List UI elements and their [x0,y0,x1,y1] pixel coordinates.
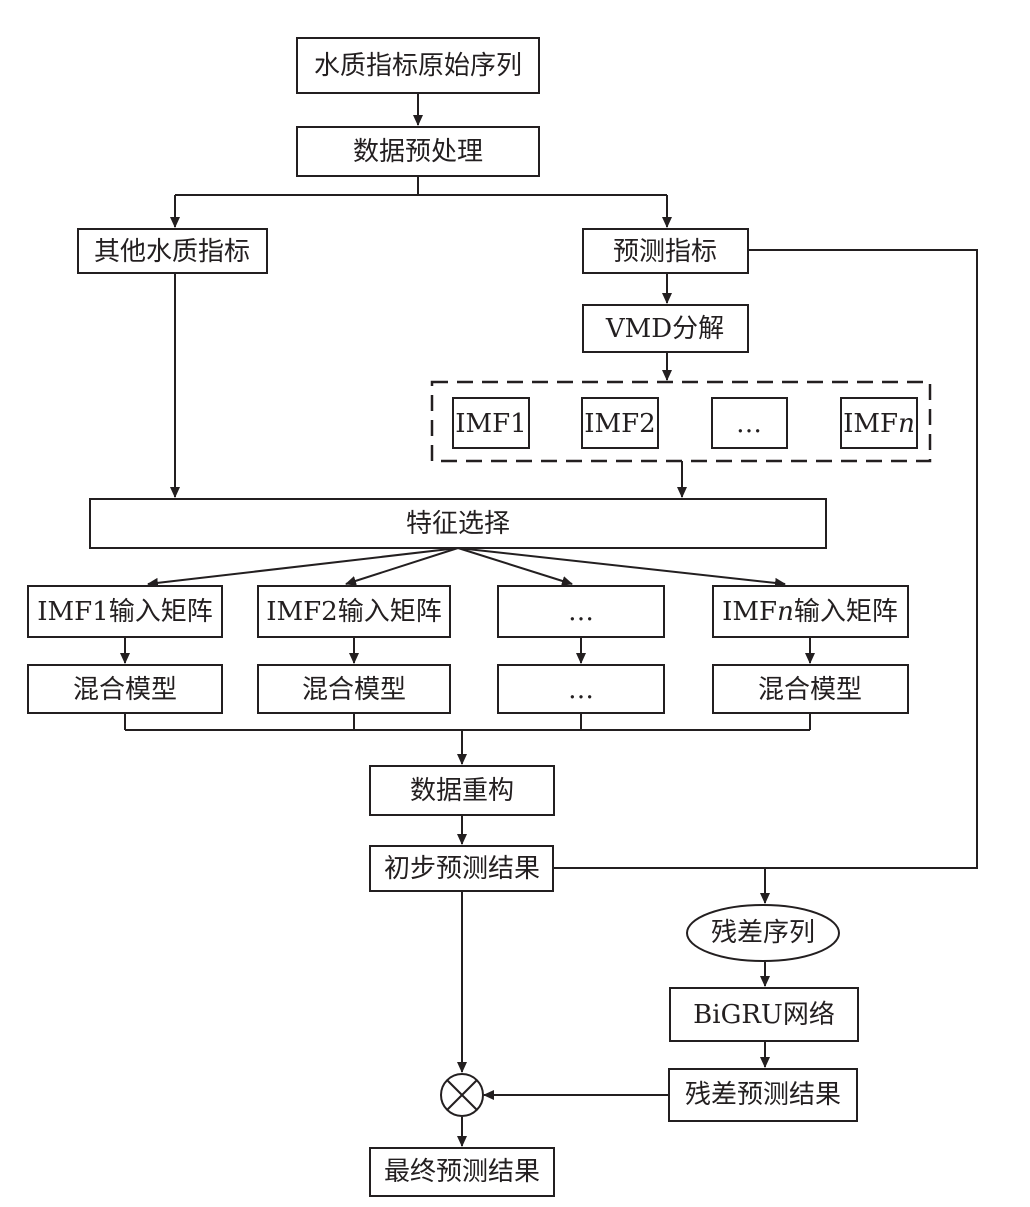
hybrid-model-2-label: 混合模型 [302,675,406,705]
hybrid-model-ellipsis-label: … [568,675,594,705]
preprocess-label: 数据预处理 [353,137,483,167]
imf1-matrix-node: IMF1输入矩阵 [27,585,223,638]
bigru-label: BiGRU网络 [693,1000,835,1030]
imfn-node: IMFn [840,397,918,449]
raw-series-node: 水质指标原始序列 [296,37,540,94]
imf2-label: IMF2 [584,409,655,439]
residual-series-label: 残差序列 [711,918,815,948]
imfn-matrix-label: IMFn输入矩阵 [722,597,898,627]
ellipsis-matrix-label: … [568,597,594,627]
preprocess-node: 数据预处理 [296,126,540,177]
hybrid-model-1-label: 混合模型 [73,675,177,705]
imf-ellipsis-node: … [711,397,788,449]
imf2-matrix-label: IMF2输入矩阵 [266,597,441,627]
imf-ellipsis-label: … [736,409,762,439]
imf1-label: IMF1 [455,409,526,439]
residual-prediction-label: 残差预测结果 [685,1080,841,1110]
hybrid-model-ellipsis-node: … [497,664,665,714]
feature-select-label: 特征选择 [406,509,510,539]
reconstruct-node: 数据重构 [369,765,555,816]
hybrid-model-n-label: 混合模型 [758,675,862,705]
imf1-node: IMF1 [452,397,530,449]
target-indicator-node: 预测指标 [582,228,749,274]
raw-series-label: 水质指标原始序列 [314,51,522,81]
other-indicators-label: 其他水质指标 [94,237,250,267]
imf1-matrix-label: IMF1输入矩阵 [37,597,212,627]
final-prediction-label: 最终预测结果 [384,1157,540,1187]
residual-series-node: 残差序列 [686,904,840,962]
bigru-node: BiGRU网络 [669,987,859,1042]
imf2-matrix-node: IMF2输入矩阵 [257,585,451,638]
imfn-matrix-node: IMFn输入矩阵 [712,585,909,638]
hybrid-model-2-node: 混合模型 [257,664,451,714]
residual-prediction-node: 残差预测结果 [668,1068,858,1122]
hybrid-model-1-node: 混合模型 [27,664,223,714]
imf2-node: IMF2 [581,397,659,449]
imf-group: IMF1 IMF2 … IMFn [430,380,932,463]
imfn-label: IMFn [843,409,915,439]
vmd-node: VMD分解 [582,304,749,353]
circle-cross-icon [440,1073,484,1117]
initial-prediction-label: 初步预测结果 [384,854,540,884]
connectors [120,93,978,1147]
vmd-label: VMD分解 [605,314,724,344]
reconstruct-label: 数据重构 [410,776,514,806]
initial-prediction-node: 初步预测结果 [369,845,554,892]
other-indicators-node: 其他水质指标 [77,228,268,274]
feature-select-node: 特征选择 [89,498,827,549]
final-prediction-node: 最终预测结果 [369,1147,555,1197]
ellipsis-matrix-node: … [497,585,665,638]
hybrid-model-n-node: 混合模型 [712,664,909,714]
target-indicator-label: 预测指标 [613,237,717,267]
